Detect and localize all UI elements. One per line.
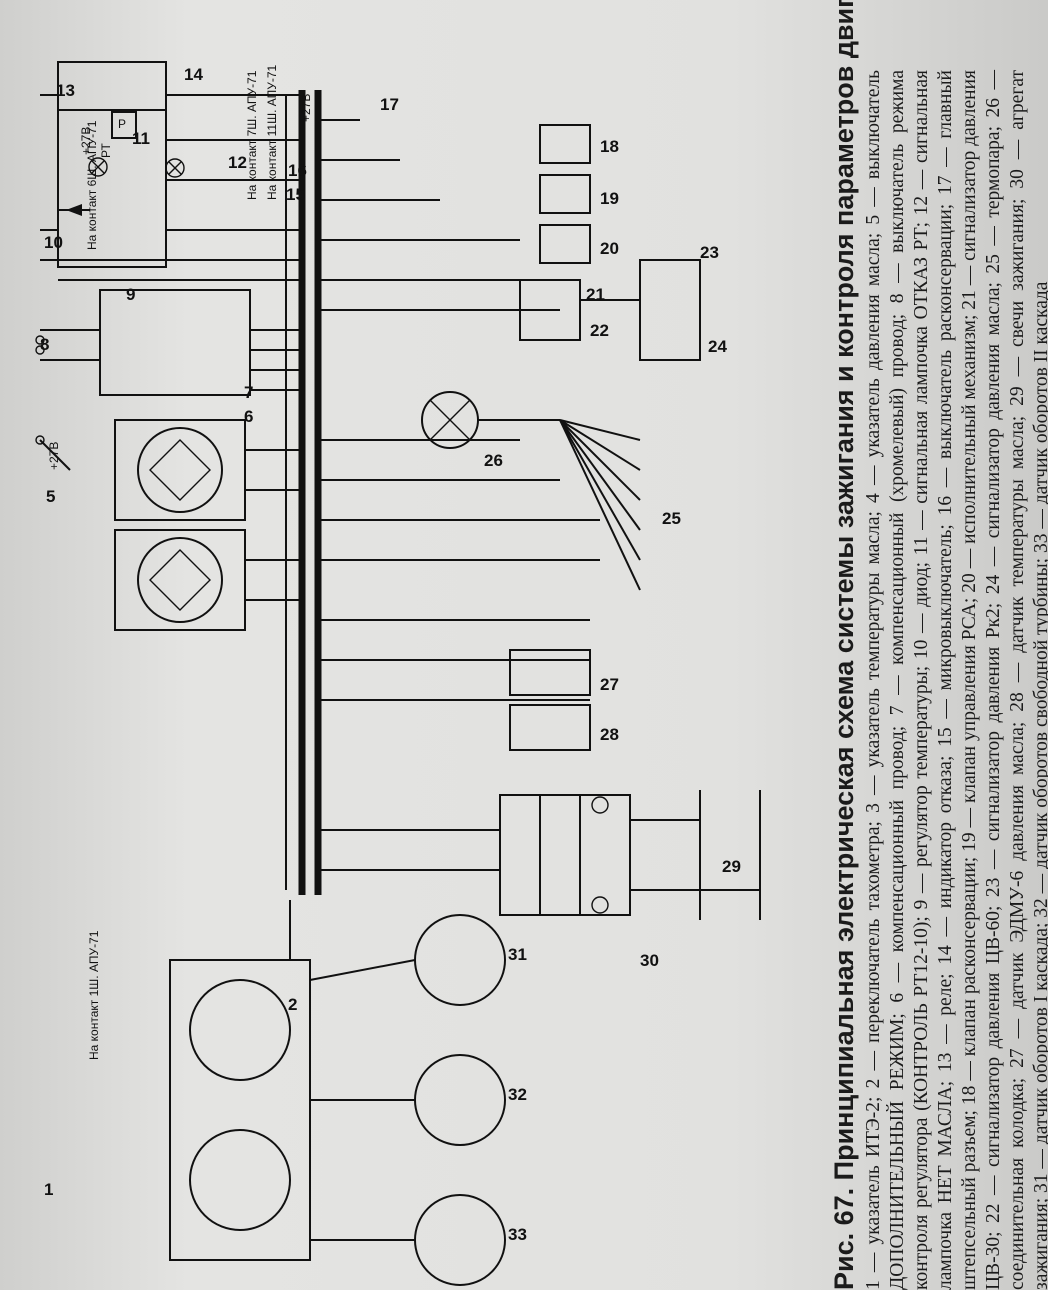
relay-p-label: Р <box>118 117 126 131</box>
label-29: 29 <box>722 857 741 876</box>
relay-block <box>40 61 185 268</box>
connectors-top <box>318 119 600 701</box>
label-22: 22 <box>590 321 609 340</box>
tacho-sensors <box>169 900 506 1286</box>
label-6: 6 <box>244 407 253 426</box>
label-18: 18 <box>600 137 619 156</box>
caption-figure-label: Рис. 67. <box>829 1187 859 1290</box>
figure-caption: Рис. 67. Принципиальная электрическая сх… <box>828 0 1048 1290</box>
note-11sh: На контакт 11Ш. АПУ-71 <box>265 64 279 200</box>
label-5: 5 <box>46 487 55 506</box>
label-1: 1 <box>44 1180 53 1199</box>
label-11: 11 <box>132 129 150 148</box>
caption-title: Рис. 67. Принципиальная электрическая сх… <box>828 0 860 1290</box>
label-7: 7 <box>244 383 253 402</box>
note-27v-top: +27В <box>79 127 93 155</box>
label-10: 10 <box>44 233 63 252</box>
caption-legend: 1 — указатель ИТЭ-2; 2 — переключатель т… <box>863 70 1048 1290</box>
label-20: 20 <box>600 239 619 258</box>
regulator-block <box>35 289 302 471</box>
label-14: 14 <box>184 65 203 84</box>
component-labels: 1 2 5 6 7 8 9 10 11 12 13 14 15 16 17 18… <box>40 65 741 1244</box>
label-23: 23 <box>700 243 719 262</box>
label-32: 32 <box>508 1085 527 1104</box>
label-17: 17 <box>380 95 399 114</box>
note-6sh: На контакт 6Ш. АПУ-71 <box>85 120 99 250</box>
label-12: 12 <box>228 153 247 172</box>
label-15: 15 <box>286 185 305 204</box>
relay-rt-label: РТ <box>99 143 113 158</box>
upper-wiring <box>40 94 302 281</box>
label-21: 21 <box>586 285 605 304</box>
label-13: 13 <box>56 81 75 100</box>
caption-title-text: Принципиальная электрическая схема систе… <box>829 0 859 1181</box>
oil-sensors <box>509 649 591 751</box>
label-28: 28 <box>600 725 619 744</box>
note-7sh: На контакт 7Ш. АПУ-71 <box>245 70 259 200</box>
note-27v-left: +27В <box>47 442 61 470</box>
note-27v-bus: +27В <box>299 94 313 122</box>
label-30: 30 <box>640 951 659 970</box>
ignition-unit <box>318 790 761 920</box>
note-1sh: На контакт 1Ш. АПУ-71 <box>87 930 101 1060</box>
label-26: 26 <box>484 451 503 470</box>
main-bus <box>285 90 322 895</box>
label-2: 2 <box>288 995 297 1014</box>
label-33: 33 <box>508 1225 527 1244</box>
label-27: 27 <box>600 675 619 694</box>
label-8: 8 <box>40 335 49 354</box>
label-24: 24 <box>708 337 727 356</box>
right-components <box>519 124 701 361</box>
label-19: 19 <box>600 189 619 208</box>
label-31: 31 <box>508 945 527 964</box>
label-16: 16 <box>288 161 307 180</box>
annotations: На контакт 1Ш. АПУ-71 На контакт 6Ш. АПУ… <box>47 64 313 1060</box>
thermocouple-block <box>421 391 641 591</box>
label-9: 9 <box>126 285 135 304</box>
label-25: 25 <box>662 509 681 528</box>
gauges <box>114 419 302 631</box>
